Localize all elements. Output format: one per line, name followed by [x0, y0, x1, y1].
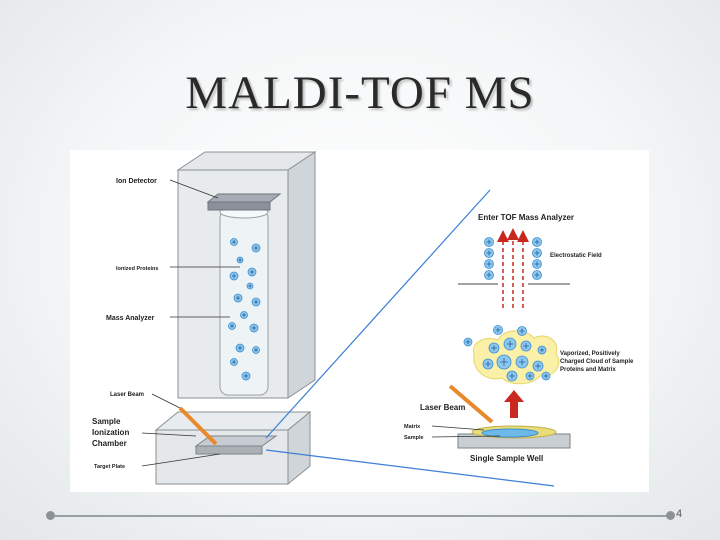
leader-lines-right — [431, 425, 501, 438]
leader-lines-left — [141, 179, 240, 467]
ion-particle — [230, 358, 238, 366]
footer-dot-right — [666, 511, 675, 520]
cloud-ion — [517, 326, 527, 336]
plus-charge — [484, 248, 494, 258]
cloud-ion — [520, 340, 532, 352]
ion-particle — [233, 293, 243, 303]
label-laser-beam-left: Laser Beam — [110, 392, 144, 398]
ion-particle — [235, 343, 245, 353]
cloud-ion — [493, 325, 503, 335]
label-target-plate: Target Plate — [94, 464, 125, 470]
cloud-ion — [515, 355, 529, 369]
ion-particle — [240, 311, 248, 319]
cloud-ion — [496, 354, 512, 370]
ion-particle — [249, 323, 259, 333]
laser-beam-left — [178, 406, 218, 446]
label-chamber: Chamber — [92, 439, 127, 448]
plus-charge — [484, 270, 494, 280]
ion-particle — [241, 371, 251, 381]
plus-charge — [532, 237, 542, 247]
plus-charge — [484, 237, 494, 247]
cloud-ion — [482, 358, 494, 370]
desorption-arrow — [504, 390, 524, 418]
label-electrostatic-field: Electrostatic Field — [550, 253, 602, 259]
cloud-ion — [488, 342, 500, 354]
ion-particle — [251, 297, 261, 307]
cloud-ion — [506, 370, 518, 382]
label-vapor-2: Charged Cloud of Sample — [560, 359, 634, 365]
label-sample: Sample — [92, 417, 121, 426]
plus-charge — [532, 248, 542, 258]
label-vapor-3: Proteins and Matrix — [560, 367, 616, 373]
cloud-ions — [463, 325, 551, 382]
label-mass-analyzer: Mass Analyzer — [106, 315, 155, 322]
ionized-proteins — [228, 238, 261, 381]
footer-line-left — [52, 515, 668, 517]
label-single-sample-well: Single Sample Well — [470, 454, 543, 463]
plus-charge — [532, 270, 542, 280]
plus-charge — [532, 259, 542, 269]
label-ionization: Ionization — [92, 428, 129, 437]
ion-particle — [252, 346, 260, 354]
zoom-guide-lines — [265, 189, 555, 487]
ion-particle — [228, 322, 236, 330]
cloud-ion — [537, 345, 547, 355]
laser-beam-right — [448, 384, 494, 424]
ion-particle — [251, 243, 261, 253]
ion-particle — [229, 271, 239, 281]
label-vapor-1: Vaporized, Positively — [560, 351, 620, 357]
electrostatic-plus-charges — [484, 237, 542, 280]
ion-trajectories — [497, 228, 529, 308]
instrument-column — [154, 151, 317, 486]
label-sample-right: Sample — [404, 435, 424, 441]
ion-particle — [247, 267, 257, 277]
cloud-ion — [503, 337, 517, 351]
cloud-ion — [532, 360, 544, 372]
maldi-tof-diagram: Ion Detector Ionized Proteins Mass Analy… — [70, 150, 649, 492]
label-laser-beam-right: Laser Beam — [420, 403, 465, 412]
page-number: 4 — [676, 508, 683, 520]
label-enter-tof: Enter TOF Mass Analyzer — [478, 213, 574, 222]
label-ion-detector: Ion Detector — [116, 178, 157, 185]
cloud-ion — [463, 337, 473, 347]
ion-particle — [230, 238, 238, 246]
label-matrix: Matrix — [404, 424, 421, 430]
footer-dot-left — [46, 511, 55, 520]
label-ionized-proteins: Ionized Proteins — [116, 266, 158, 272]
plus-charge — [484, 259, 494, 269]
ion-particle — [236, 256, 244, 264]
cloud-ion — [541, 371, 551, 381]
ion-particle — [246, 282, 254, 290]
sample-well — [457, 425, 571, 449]
diagram-svg: Ion Detector Ionized Proteins Mass Analy… — [92, 151, 634, 487]
slide-title: MALDI-TOF MS — [185, 67, 535, 119]
cloud-ion — [525, 371, 535, 381]
